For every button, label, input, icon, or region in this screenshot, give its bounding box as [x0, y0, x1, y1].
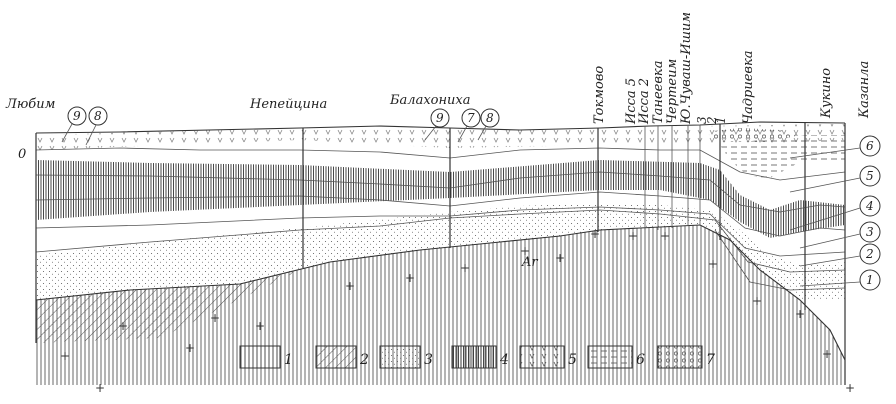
side-callout-2: 2 — [799, 243, 881, 267]
legend-label-3: 3 — [424, 352, 433, 368]
svg-text:+: + — [95, 381, 105, 395]
mark-2: 2 — [705, 116, 719, 125]
basement-plus-marks: + + + + + + + + + + + + + + + + + + + — [60, 227, 855, 395]
well-label-kazanla: Казанла — [857, 61, 872, 119]
dense-vertical-band — [36, 160, 845, 238]
legend-label-6: 6 — [636, 352, 645, 368]
basement-contact — [35, 224, 846, 361]
svg-text:+: + — [118, 319, 128, 333]
svg-text:2: 2 — [865, 247, 874, 261]
svg-text:+: + — [185, 341, 195, 355]
svg-text:+: + — [628, 229, 638, 243]
basement-label: Ar — [521, 255, 538, 270]
svg-text:5: 5 — [866, 169, 874, 183]
svg-text:9: 9 — [436, 111, 444, 125]
svg-text:+: + — [255, 319, 265, 333]
surface-veneer-v — [36, 124, 845, 150]
svg-text:+: + — [752, 294, 762, 308]
svg-text:+: + — [210, 311, 220, 325]
well-label-nepeitsina: Непейцина — [249, 97, 327, 112]
well-label-taneevka: Танеевка — [651, 61, 666, 124]
strat-line-2 — [35, 171, 846, 213]
callout-mid-7: 7 — [457, 108, 481, 143]
well-label-kukino: Кукино — [819, 68, 834, 119]
well-label-lyubim: Любим — [5, 97, 55, 112]
side-callout-4: 4 — [789, 195, 881, 231]
legend-swatch-2 — [315, 345, 357, 369]
legend-label-2: 2 — [359, 352, 369, 368]
legend-swatch-1 — [239, 345, 281, 369]
well-label-ishim: Ю.Чуваш-Ишим — [679, 12, 694, 125]
svg-text:3: 3 — [866, 225, 874, 239]
callout-mid-8: 8 — [477, 108, 500, 141]
svg-text:6: 6 — [866, 139, 874, 153]
svg-text:+: + — [845, 381, 855, 395]
legend-label-4: 4 — [499, 352, 509, 368]
side-callout-5: 5 — [789, 165, 881, 193]
svg-text:9: 9 — [73, 109, 81, 123]
well-label-cherteim: Чертеим — [665, 59, 680, 124]
mark-1: 1 — [714, 116, 728, 124]
svg-text:8: 8 — [94, 109, 102, 123]
legend-swatch-5 — [519, 345, 565, 369]
datum-label: 0 — [18, 147, 26, 162]
legend-swatch-4 — [451, 345, 497, 369]
well-label-chadrievka: Чадриевка — [741, 50, 756, 124]
svg-text:1: 1 — [866, 273, 874, 287]
svg-text:7: 7 — [467, 111, 475, 125]
svg-text:4: 4 — [865, 199, 874, 213]
svg-text:+: + — [795, 307, 805, 321]
strat-line-6 — [714, 229, 846, 291]
circle-lens — [705, 128, 800, 142]
svg-text:+: + — [460, 261, 470, 275]
legend-swatch-6 — [587, 345, 633, 369]
legend-label-7: 7 — [706, 352, 715, 368]
strat-line-3 — [35, 191, 846, 237]
dashed-layer — [720, 135, 845, 178]
svg-text:+: + — [345, 279, 355, 293]
well-label-balakhonikha: Балахониха — [389, 93, 471, 108]
side-callout-6: 6 — [789, 135, 881, 159]
svg-text:8: 8 — [486, 111, 494, 125]
well-label-issa5: Исса 5 — [624, 78, 639, 125]
well-label-tokmovo: Токмово — [592, 66, 607, 124]
side-callout-1: 1 — [799, 269, 881, 291]
svg-text:+: + — [822, 347, 832, 361]
legend-label-1: 1 — [284, 352, 293, 368]
callout-mid-9: 9 — [424, 108, 450, 141]
svg-text:+: + — [708, 257, 718, 271]
legend-swatch-7 — [657, 345, 703, 369]
svg-text:+: + — [520, 244, 530, 258]
callout-left-8: 8 — [85, 106, 108, 146]
strat-line-5 — [35, 209, 846, 273]
svg-text:+: + — [555, 251, 565, 265]
well-label-issa2: Исса 2 — [637, 78, 652, 125]
diagonal-hatch-unit — [36, 270, 300, 343]
callout-left-9: 9 — [61, 106, 87, 143]
svg-text:+: + — [590, 227, 600, 241]
strat-line-4 — [35, 206, 846, 257]
legend-swatch-3 — [379, 345, 421, 369]
svg-text:+: + — [60, 349, 70, 363]
dotted-sandstone-unit — [36, 203, 845, 300]
legend: 1 2 3 4 5 6 7 — [239, 345, 715, 369]
basement-vertical-hatch — [36, 225, 845, 385]
legend-label-5: 5 — [568, 352, 577, 368]
svg-text:+: + — [405, 271, 415, 285]
mark-3: 3 — [695, 116, 709, 124]
strat-line-1 — [35, 147, 846, 181]
svg-text:+: + — [660, 229, 670, 243]
side-callout-3: 3 — [799, 221, 881, 249]
